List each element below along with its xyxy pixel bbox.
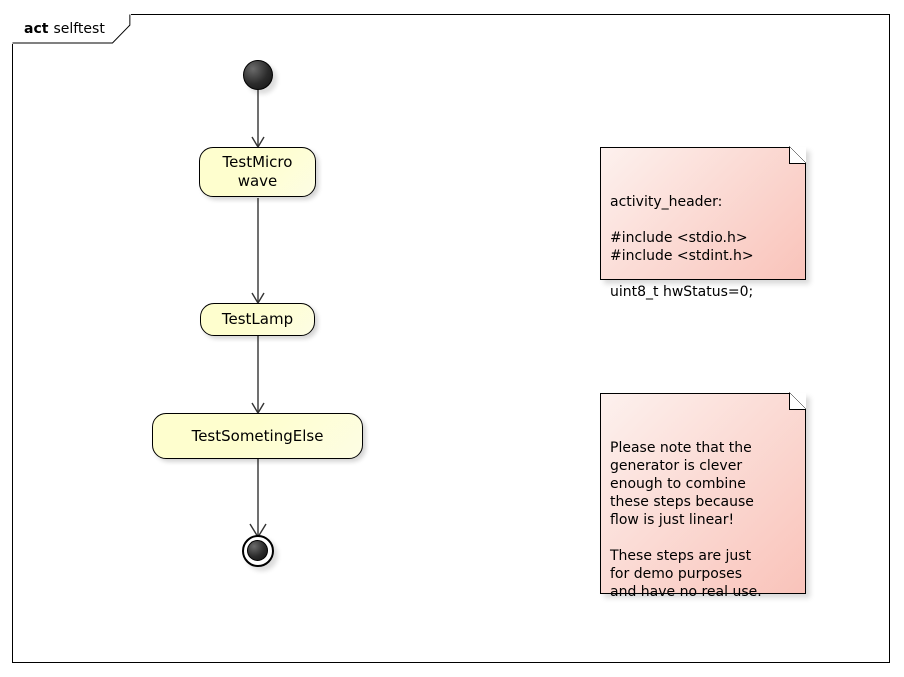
note-generator-comment[interactable]: Please note that the generator is clever… [600, 392, 806, 600]
note-text: activity_header: #include <stdio.h> #inc… [610, 194, 754, 300]
diagram-frame [12, 14, 890, 663]
note-fold-corner-icon [789, 392, 806, 410]
activity-node-testmicrowave[interactable]: TestMicro wave [199, 147, 316, 197]
note-fold-corner-icon [789, 146, 806, 164]
activity-node-label: TestMicro wave [222, 153, 293, 190]
final-node[interactable] [242, 535, 274, 567]
diagram-frame-header: act selftest [12, 14, 131, 44]
note-activity-header[interactable]: activity_header: #include <stdio.h> #inc… [600, 146, 806, 300]
activity-node-label: TestLamp [221, 310, 294, 328]
activity-node-testlamp[interactable]: TestLamp [200, 303, 315, 336]
activity-node-testsometingelse[interactable]: TestSometingElse [152, 413, 363, 459]
diagram-kind-keyword: act [24, 21, 49, 37]
initial-node[interactable] [243, 60, 273, 90]
activity-node-label: TestSometingElse [191, 426, 324, 445]
note-text: Please note that the generator is clever… [610, 440, 762, 600]
diagram-name: selftest [53, 21, 105, 37]
